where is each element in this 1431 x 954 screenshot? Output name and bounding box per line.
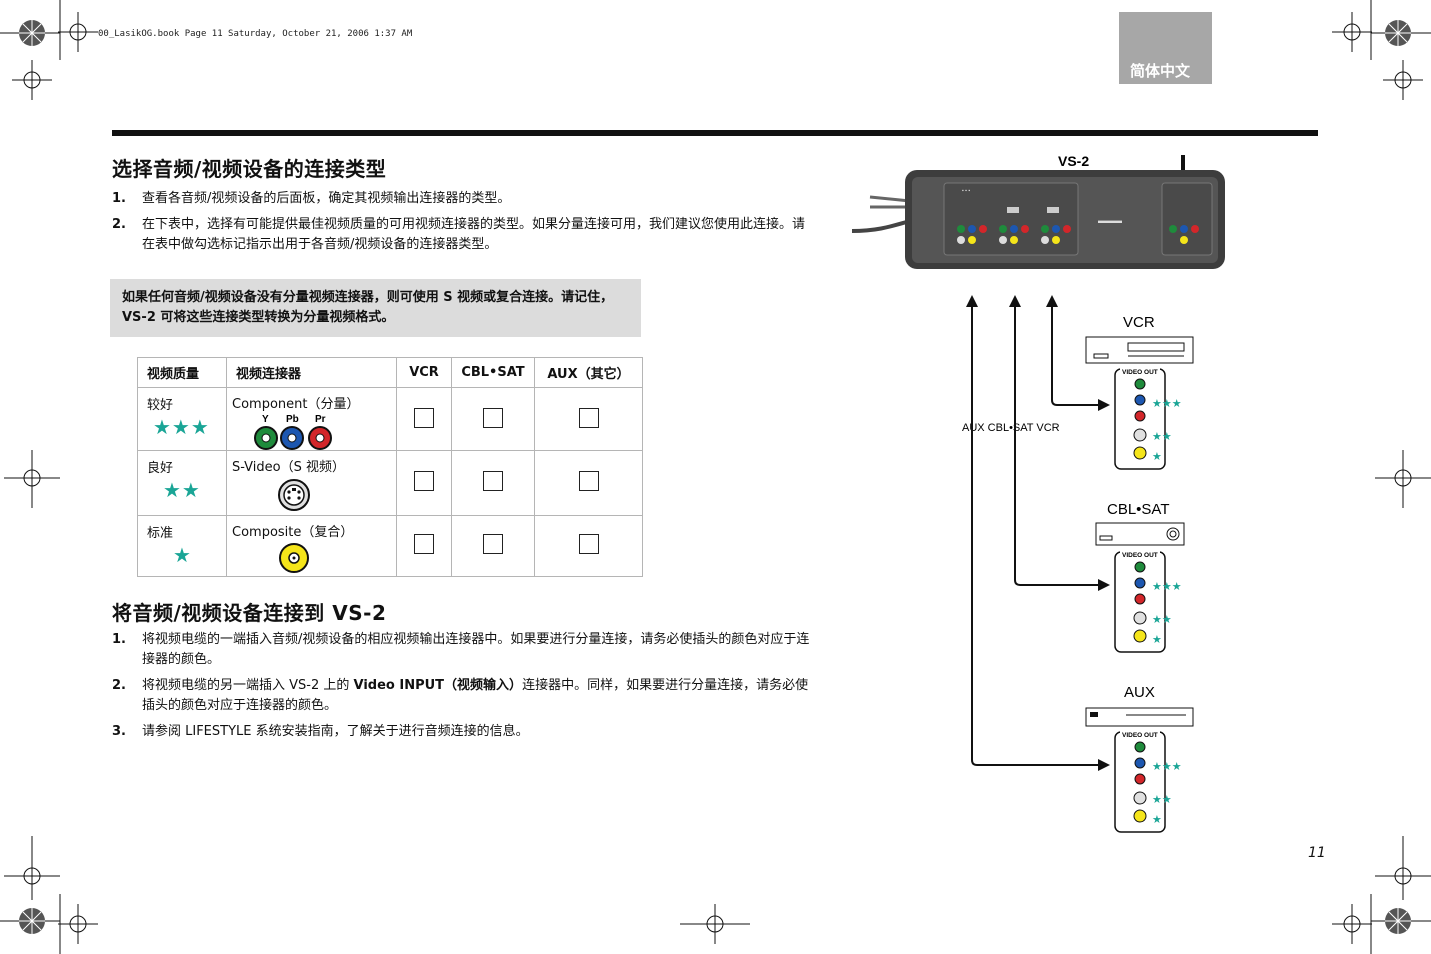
table-row-s-video: 良好 ★★ S-Video（S 视频） xyxy=(137,450,643,516)
s-video-connector-icon xyxy=(278,479,310,511)
connector-label: Component（分量） xyxy=(232,397,360,412)
connector-label: Composite（复合） xyxy=(232,525,354,540)
step-text: 将视频电缆的另一端插入 VS-2 上的 Video INPUT（视频输入）连接器… xyxy=(142,676,810,716)
checkbox-aux-composite[interactable] xyxy=(578,534,599,554)
component-connector-icon: Y Pb Pr xyxy=(254,414,332,450)
checkbox-cbl-sat-component[interactable] xyxy=(483,408,503,428)
cbl-sat-device-label: CBL•SAT xyxy=(1107,501,1170,518)
header-aux: AUX（其它） xyxy=(534,357,643,388)
aux-device-label: AUX xyxy=(1124,684,1155,701)
vcr-device-label: VCR xyxy=(1123,314,1155,331)
stars-icon: ★★★ xyxy=(153,415,210,439)
checkbox-vcr-component[interactable] xyxy=(414,408,434,428)
section2-title: 将音频/视频设备连接到 VS-2 xyxy=(112,601,387,625)
step-number: 2. xyxy=(112,678,126,693)
step-number: 1. xyxy=(112,191,126,206)
bose-logo: ▬▬▬ xyxy=(1098,216,1122,225)
step-text-post: 连接器中。同样，如果要进行分量连接，请务必使插头的颜色对应于连接器的颜色。 xyxy=(142,678,809,713)
stars-icon: ★★ xyxy=(163,478,201,502)
quality-label: 标准 xyxy=(147,526,174,541)
stars-icon: ★★★ xyxy=(1152,580,1182,593)
connector-label: S-Video（S 视频） xyxy=(232,460,345,475)
table-row-composite: 标准 ★ Composite（复合） xyxy=(137,515,643,577)
step-text: 将视频电缆的一端插入音频/视频设备的相应视频输出连接器中。如果要进行分量连接，请… xyxy=(142,632,810,667)
stars-icon: ★★★ xyxy=(1152,760,1182,773)
aux-video-out-panel: VIDEO OUT ★★★ ★★ ★ xyxy=(1114,728,1182,833)
note-box: 如果任何音频/视频设备没有分量视频连接器，则可使用 S 视频或复合连接。请记住，… xyxy=(110,279,641,337)
vcr-device xyxy=(1085,336,1194,364)
vs2-input-labels: AUX CBL•SAT VCR xyxy=(962,422,1060,434)
vs2-input-jacks xyxy=(957,225,1199,244)
header-connector: 视频连接器 xyxy=(226,357,397,388)
checkbox-cbl-sat-composite[interactable] xyxy=(483,534,503,554)
table-row-component: 较好 ★★★ Component（分量） Y Pb Pr xyxy=(137,387,643,451)
step-number: 2. xyxy=(112,217,126,232)
video-out-label: VIDEO OUT xyxy=(1122,732,1158,739)
stars-icon: ★★ xyxy=(1152,430,1172,443)
page-number: 11 xyxy=(1308,845,1326,861)
component-pb-label: Pb xyxy=(286,414,299,425)
checkbox-vcr-s-video[interactable] xyxy=(414,471,434,491)
svg-text:▪ ▪ ▪: ▪ ▪ ▪ xyxy=(962,188,970,194)
video-out-label: VIDEO OUT xyxy=(1122,369,1158,376)
stars-icon: ★ xyxy=(1152,813,1162,826)
stars-icon: ★ xyxy=(1152,450,1162,463)
checkbox-cbl-sat-s-video[interactable] xyxy=(483,471,503,491)
language-tab: 简体中文 xyxy=(1119,12,1212,84)
stars-icon: ★★ xyxy=(1152,793,1172,806)
connector-table: 视频质量 视频连接器 VCR CBL•SAT AUX（其它） 较好 ★★★ Co… xyxy=(137,357,643,577)
arrowheads xyxy=(966,295,1110,771)
checkbox-aux-s-video[interactable] xyxy=(578,471,599,491)
step-number: 1. xyxy=(112,632,126,647)
component-pr-label: Pr xyxy=(315,414,326,425)
section1-title: 选择音频/视频设备的连接类型 xyxy=(112,157,387,181)
step-text: 查看各音频/视频设备的后面板，确定其视频输出连接器的类型。 xyxy=(142,191,511,206)
composite-connector-icon xyxy=(279,543,309,573)
quality-label: 良好 xyxy=(147,461,174,476)
note-text: 如果任何音频/视频设备没有分量视频连接器，则可使用 S 视频或复合连接。请记住，… xyxy=(122,290,614,325)
cbl-sat-video-out-panel: VIDEO OUT ★★★ ★★ ★ xyxy=(1114,548,1182,653)
cbl-sat-device xyxy=(1095,522,1185,546)
stars-icon: ★ xyxy=(1152,633,1162,646)
aux-device xyxy=(1085,707,1194,727)
step-text: 在下表中，选择有可能提供最佳视频质量的可用视频连接器的类型。如果分量连接可用，我… xyxy=(142,217,806,252)
header-cbl-sat: CBL•SAT xyxy=(451,357,535,388)
print-header-note: 00_LasikOG.book Page 11 Saturday, Octobe… xyxy=(98,29,413,39)
vcr-video-out-panel: VIDEO OUT ★★★ ★★ ★ xyxy=(1114,365,1182,470)
stars-icon: ★★ xyxy=(1152,613,1172,626)
video-out-label: VIDEO OUT xyxy=(1122,552,1158,559)
stars-icon: ★ xyxy=(173,543,192,567)
header-vcr: VCR xyxy=(396,357,452,388)
language-tab-label: 简体中文 xyxy=(1130,62,1191,80)
step-text: 请参阅 LIFESTYLE 系统安装指南，了解关于进行音频连接的信息。 xyxy=(142,724,529,739)
step-text-pre: 将视频电缆的另一端插入 VS-2 上的 xyxy=(142,678,354,693)
quality-label: 较好 xyxy=(147,398,174,413)
header-rule xyxy=(112,130,1318,136)
connection-diagram: VS-2 ▪ ▪ ▪ ▬▬▬ AUX CBL•SAT VCR VCR xyxy=(851,153,1225,771)
checkbox-aux-component[interactable] xyxy=(578,408,599,428)
checkbox-vcr-composite[interactable] xyxy=(414,534,434,554)
header-quality: 视频质量 xyxy=(137,357,227,388)
stars-icon: ★★★ xyxy=(1152,397,1182,410)
step-number: 3. xyxy=(112,724,126,739)
cable-lines xyxy=(971,303,1098,766)
video-input-label: Video INPUT（视频输入） xyxy=(353,678,523,693)
vs2-device-label: VS-2 xyxy=(1058,153,1089,169)
component-y-label: Y xyxy=(262,414,269,425)
